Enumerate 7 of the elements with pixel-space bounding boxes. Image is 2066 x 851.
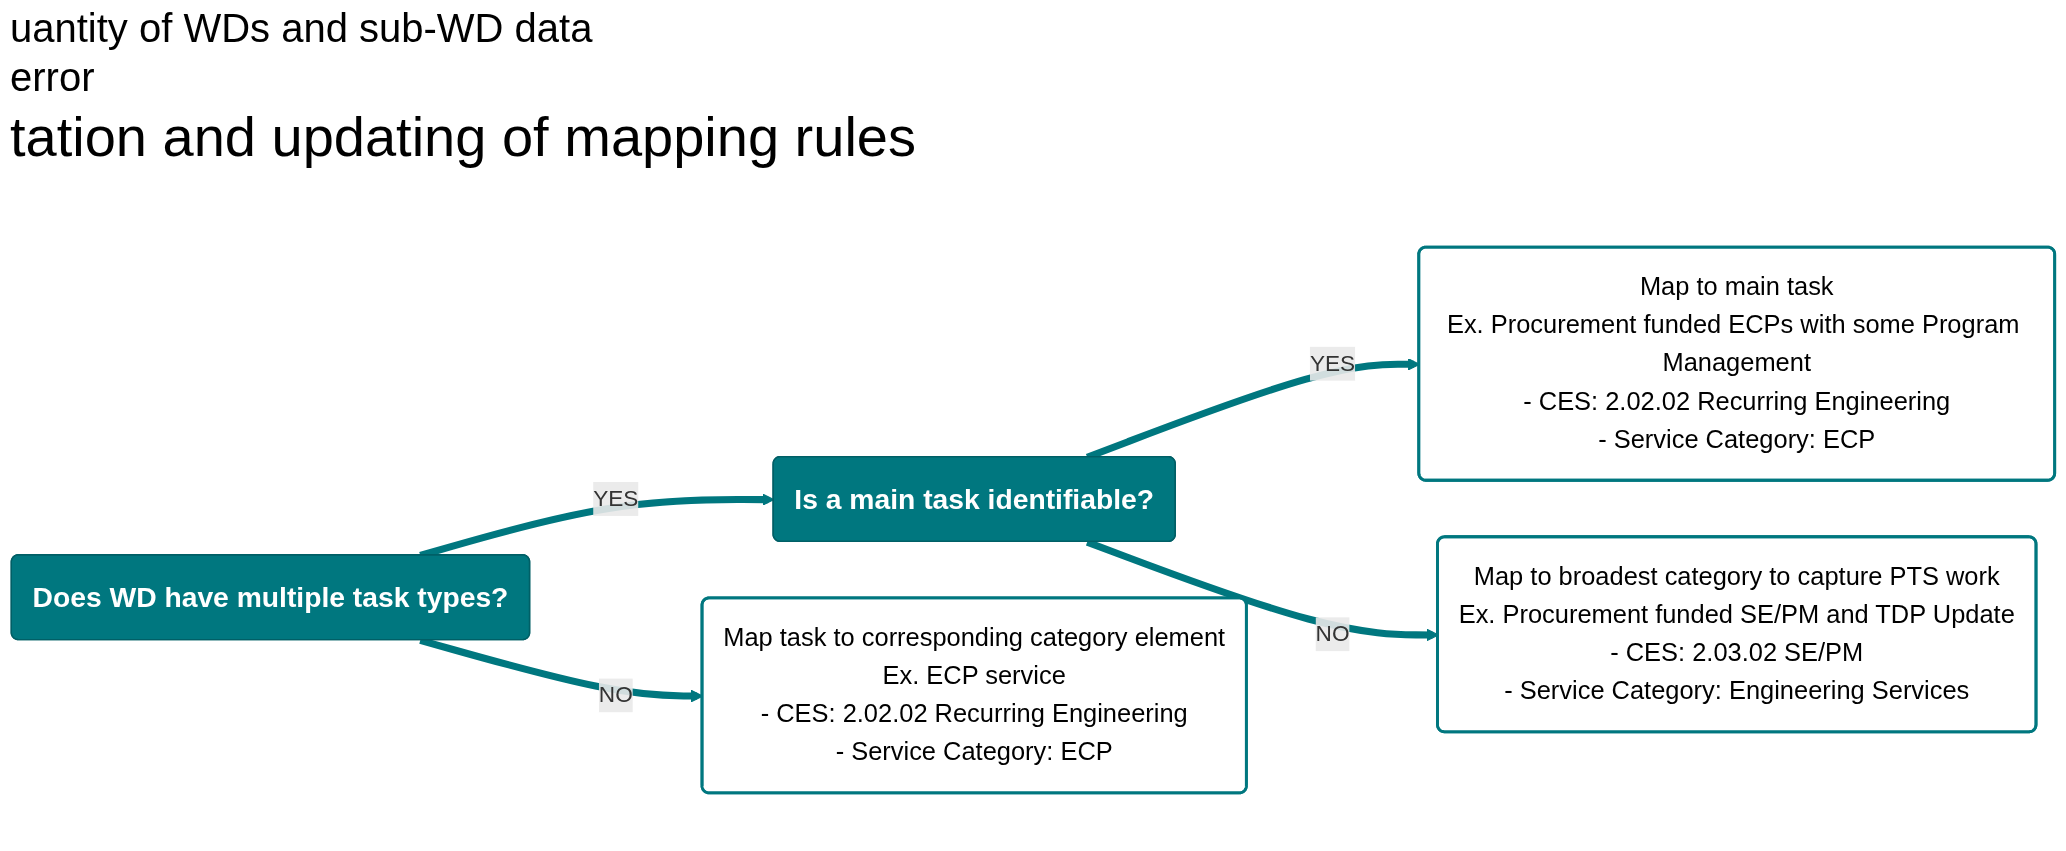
edge-label: NO <box>1315 621 1350 646</box>
edge-label: YES <box>1309 350 1356 375</box>
note-text: tation and updating of mapping rules <box>10 104 916 169</box>
edge-label: NO <box>598 682 633 707</box>
note-text: uantity of WDs and sub-WD data <box>10 6 594 51</box>
note-text: error <box>10 55 96 100</box>
edge-label: YES <box>593 486 639 511</box>
